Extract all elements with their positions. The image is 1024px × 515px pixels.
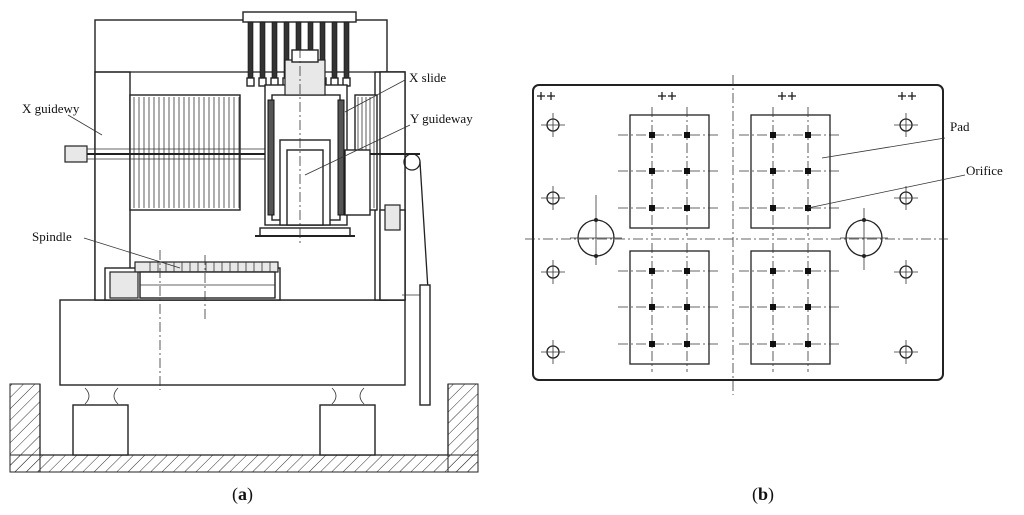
x-slide <box>255 49 371 237</box>
machine-bed <box>59 299 406 386</box>
caption-a: (a) <box>232 484 253 505</box>
guideway-plate <box>532 84 944 381</box>
mounting-holes <box>541 113 918 364</box>
panel-b-drawing <box>525 75 966 395</box>
top-markers <box>537 92 916 100</box>
leader-orifice <box>807 174 966 209</box>
leader-x-guideway <box>67 114 103 136</box>
x-guideway-bellows <box>129 94 241 211</box>
locator-left <box>570 195 622 265</box>
caption-b: (b) <box>752 484 774 505</box>
locator-right <box>840 208 888 270</box>
y-guideway-column <box>379 153 431 406</box>
label-pad: Pad <box>950 119 970 134</box>
label-x-slide: X slide <box>409 70 446 85</box>
foundation <box>9 383 479 473</box>
leader-pad <box>821 137 946 159</box>
leader-spindle <box>83 237 181 269</box>
leader-y-guideway <box>304 124 411 176</box>
panel-a-drawing <box>9 11 479 473</box>
label-y-guideway: Y guideway <box>410 111 473 126</box>
label-spindle: Spindle <box>32 229 72 244</box>
label-x-guideway: X guidewy <box>22 101 80 116</box>
leader-x-slide <box>344 79 406 113</box>
label-orifice: Orifice <box>966 163 1003 178</box>
pads <box>618 107 842 372</box>
spindle-table <box>104 261 281 301</box>
